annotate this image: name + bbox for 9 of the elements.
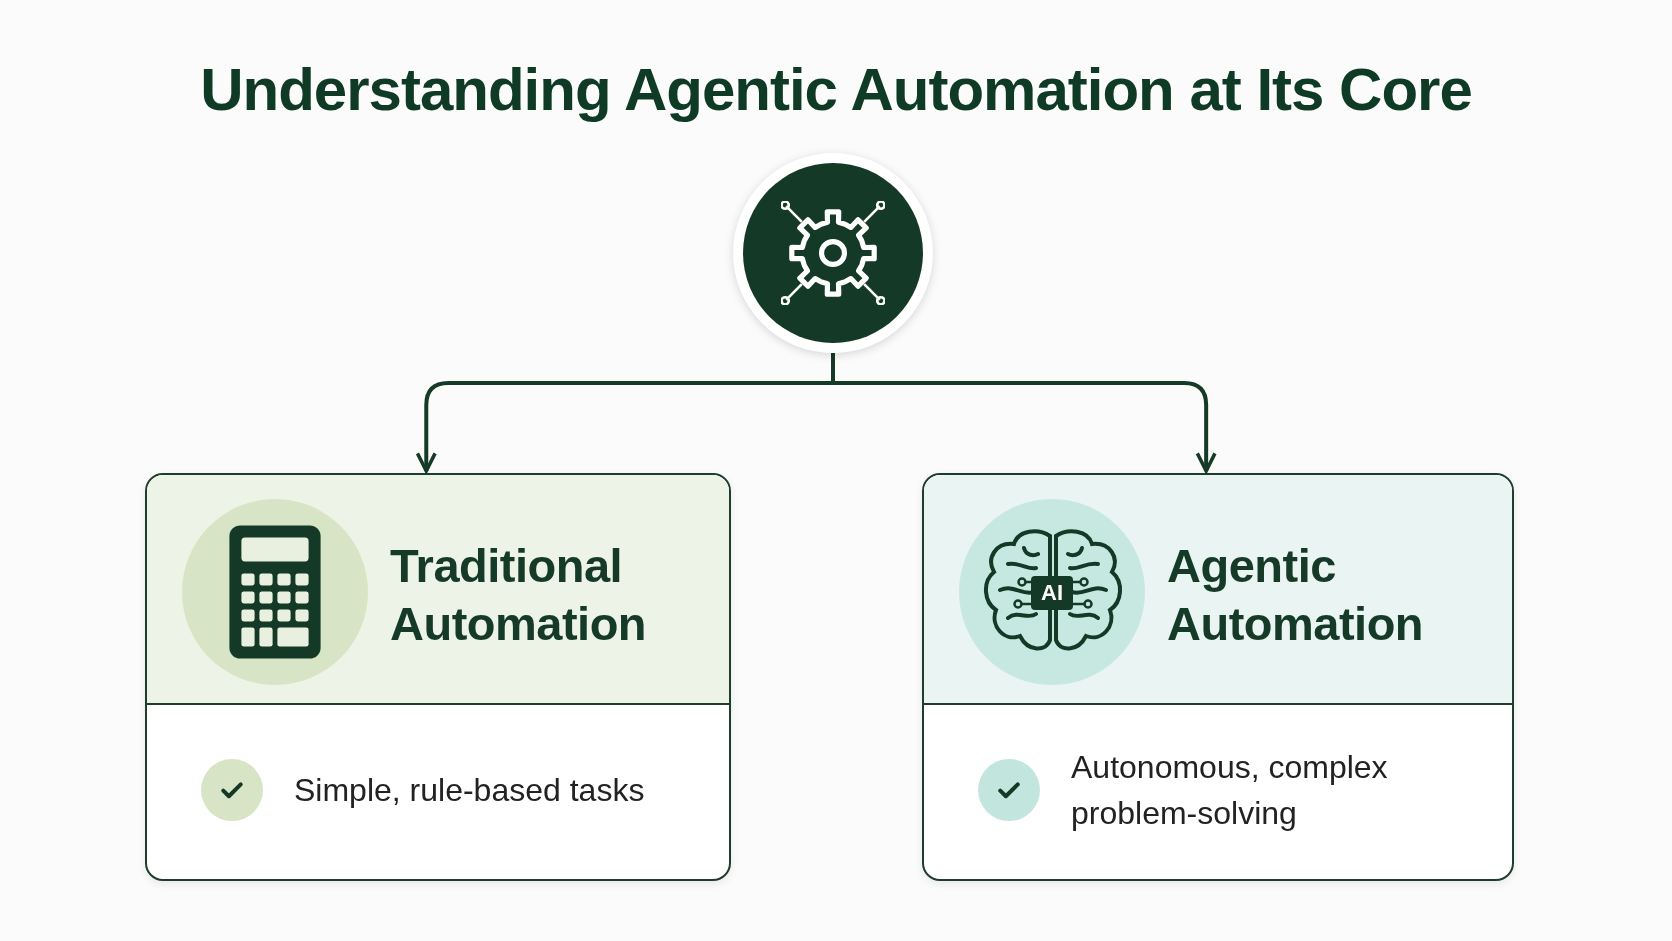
card-heading: Traditional Automation xyxy=(390,538,648,652)
arrow xyxy=(831,353,1217,473)
category-card xyxy=(145,473,731,881)
title: Understanding Agentic Automation at Its Core xyxy=(199,55,1473,125)
feature-text: Simple, rule-based tasks xyxy=(294,771,646,810)
feature-text: Autonomous, complex problem-solving xyxy=(1071,748,1389,833)
card-heading: Agentic Automation xyxy=(1167,538,1425,652)
category-card xyxy=(922,473,1514,881)
ai-chip: AI xyxy=(1031,576,1073,610)
